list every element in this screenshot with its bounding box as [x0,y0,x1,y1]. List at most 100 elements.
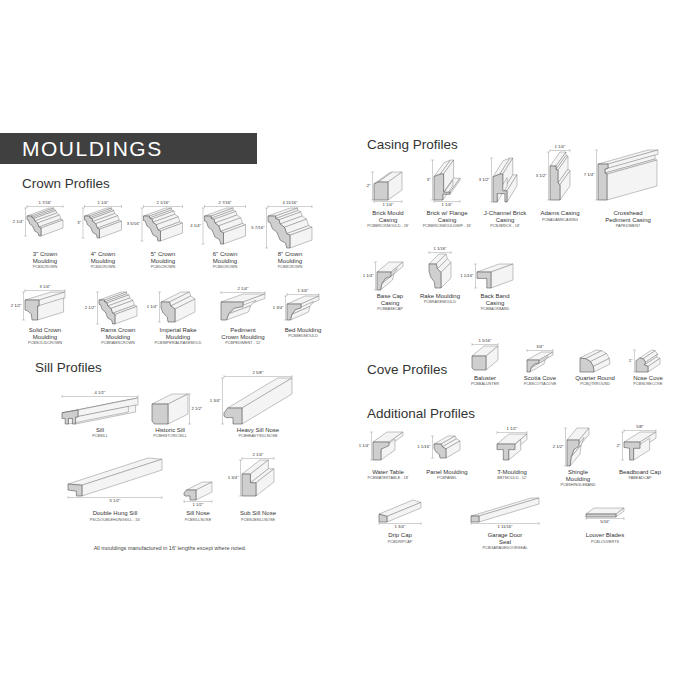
product-code: PCBSCOTIACOVE [524,382,557,386]
moulding-profile [471,498,539,522]
profile-drawings [25,150,660,522]
product-code: PCBDRIPCAP [388,540,413,544]
profile-side [634,438,650,460]
profile-face [152,404,168,424]
dimension: 3 1/2" [479,178,490,182]
moulding-profile [379,500,421,522]
profile-name: Solid Crown Moulding [23,327,67,341]
dimension: 1 1/2" [193,503,204,507]
profile-face [472,356,486,370]
profile-name: Quarter Round [573,375,617,382]
moulding-profile [184,482,212,500]
profile-face [373,442,389,460]
profile-side [486,346,498,370]
dimension-line [242,457,274,460]
product-code: PCBBALUSTER [471,382,499,386]
dimension: 2 1/2" [11,304,22,308]
profile-name: J-Channel Brick Casing [483,210,527,224]
moulding-profile [527,352,553,372]
moulding-profile [242,460,274,496]
dimension: 1 1/16" [433,247,446,251]
moulding-profile [586,508,624,517]
profile-side [242,378,292,424]
profile-side [196,482,212,500]
profile-name: Drip Cap [378,532,422,539]
profile-face [477,272,491,288]
dimension-line [374,262,377,290]
dimension: 2" [367,184,371,188]
profile-face [379,514,387,522]
dimension-line [96,292,99,324]
product-code: PCBSUBSILLNOSE [241,518,275,522]
product-code: PCBWATERTABLE - 18' [367,476,408,480]
dimension-line [490,158,493,202]
title-band: MOULDINGS [0,133,257,164]
dimension-line [144,205,183,208]
product-code: PSCDOUBLEHUNGSILL - 16' [90,518,141,522]
dimension: 1 3/4" [228,476,239,480]
dimension: 3" [427,178,431,182]
profile-side [507,175,517,202]
dimension: 5 1/2" [110,499,121,503]
dimension-line [62,395,138,398]
dimension: 1 1/4" [363,274,374,278]
profile-side [593,358,610,372]
dimension-line [224,375,292,378]
profile-side [175,299,195,322]
moulding-profile [493,158,517,202]
profile-name: Panel Moulding [425,469,469,476]
dimension: 4 1/2" [95,391,106,395]
product-code: PCBSOLIDCROWN [28,341,62,345]
product-code: PCBSILLNOSE [185,518,211,522]
profile-name: Shingle Moulding [556,469,600,483]
dimension: 2 5/8" [253,371,264,375]
product-code: PCBADAMSCASING [542,218,578,222]
moulding-profile [434,436,460,458]
product-code: PCBGARAGEDOORSEAL [482,546,527,550]
dimension-line [621,432,624,460]
dimension-line [472,343,498,346]
dimension: 1 1/4" [147,305,158,309]
dimension: 5/8" [636,425,643,429]
section-heading: Additional Profiles [367,406,475,422]
dimension: 1 1/4" [383,203,394,207]
dimension: 3" [77,221,81,225]
dimension: 1 3/4" [210,399,221,403]
dimension-line [633,350,636,372]
profile-name: Nose Cove [626,375,670,382]
dimension-line [22,292,25,320]
product-code: PCBBASECAP [377,307,403,311]
moulding-profile [224,378,292,424]
dimension: 1 1/4" [359,444,370,448]
profile-name: 3" Crown Moulding [23,251,67,265]
profile-side [224,225,246,244]
dimension-line [431,436,434,458]
profile-name: Rams Crown Moulding [96,327,140,341]
dimension: 2 1/4" [253,453,264,457]
dimension: 2" [617,444,621,448]
product-code: PCBPANEL [437,476,457,480]
dimension: 1 1/2" [507,427,518,431]
profile-face [429,264,441,288]
moulding-profile [377,262,403,290]
product-code: PCBBRICKMOULDW/F - 18' [423,224,471,228]
profile-side [616,508,624,517]
profile-face [287,304,301,320]
profile-name: Pediment Crown Moulding [221,327,265,341]
dimension: 3/4" [536,345,543,349]
dimension-line [371,172,374,200]
product-code: PCB6CROWN [213,265,238,269]
profile-face [221,302,243,320]
dimension-line [624,429,656,432]
product-code: PCBSHINGLEBAND [560,483,595,487]
profile-side [387,502,421,522]
profile-face [161,302,175,322]
dimension-line [85,205,122,208]
dimension: 2 7/16" [218,201,231,205]
moulding-profile [161,292,195,322]
profile-face [567,440,579,466]
profile-name: Rake Moulding [418,293,462,300]
profile-name: Back Band Casing [473,293,517,307]
profile-name: Sill [80,427,120,434]
